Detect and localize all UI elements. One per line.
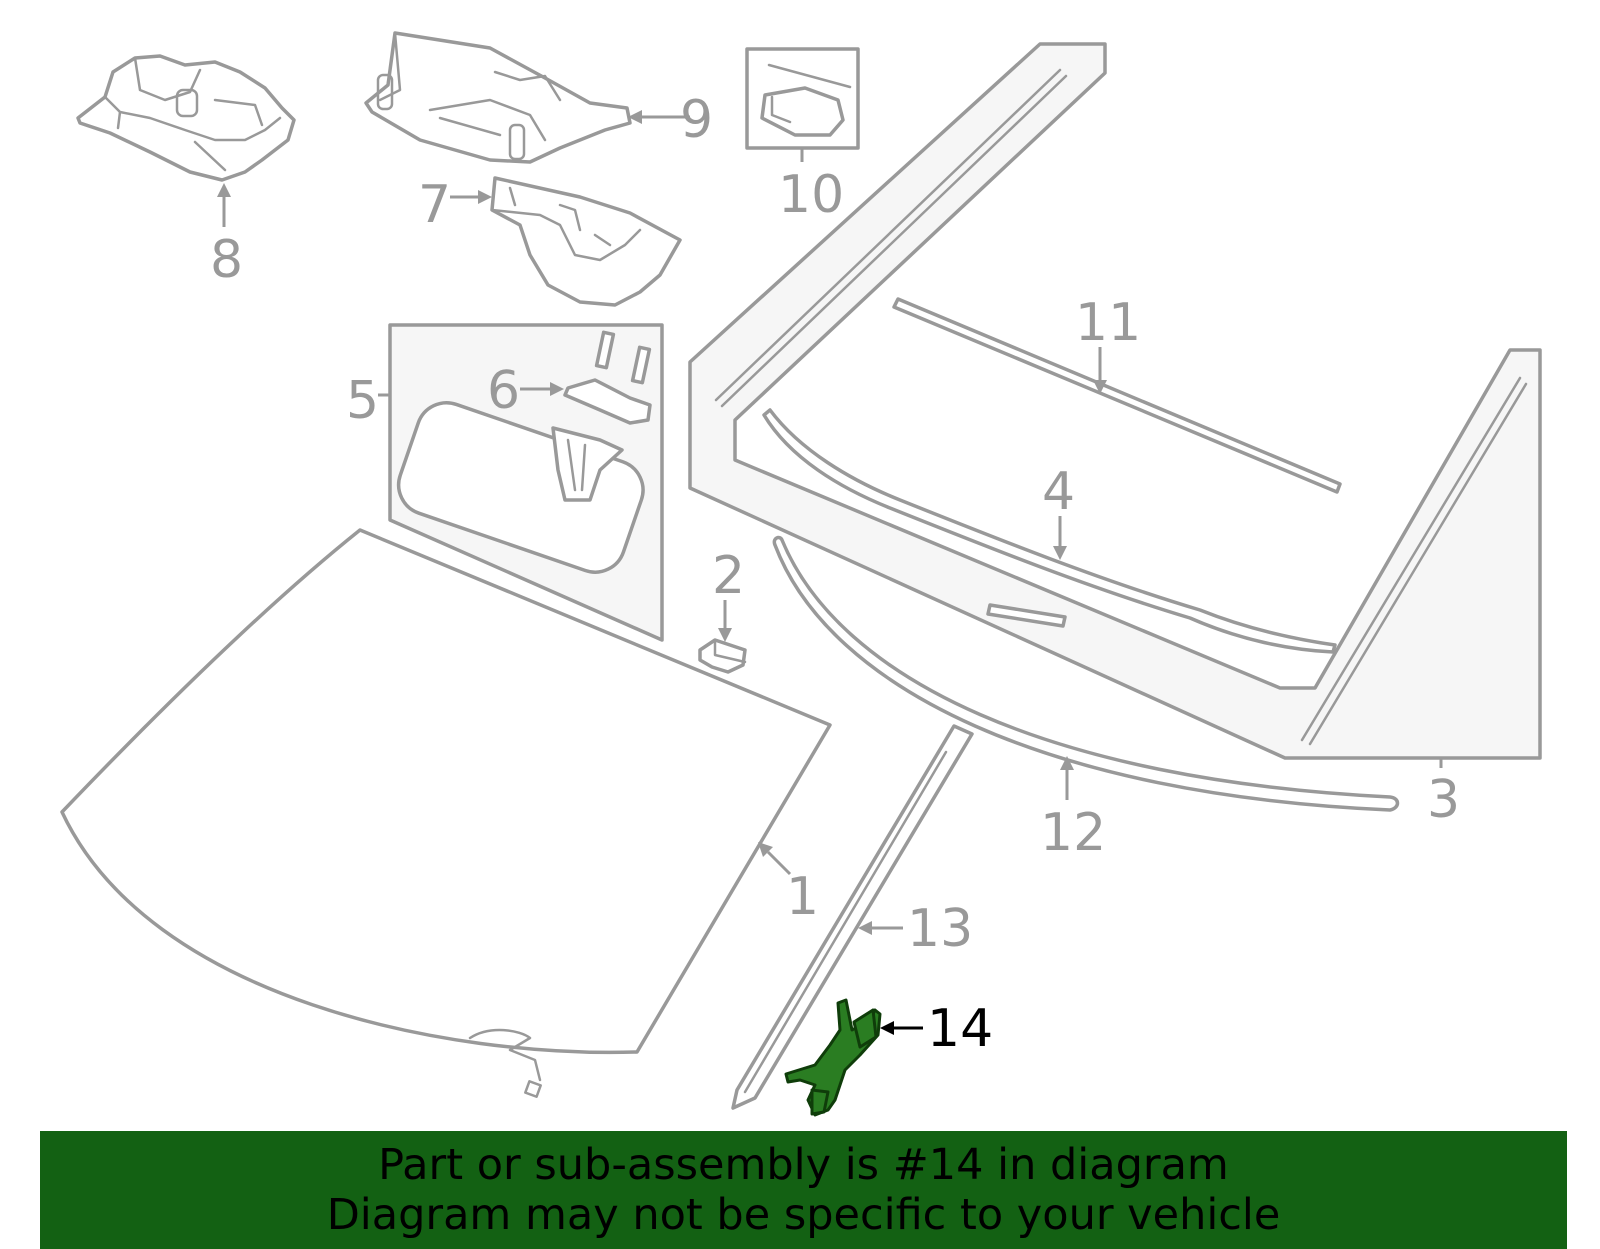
leader-12 bbox=[1060, 756, 1074, 800]
leader-11 bbox=[1093, 347, 1107, 394]
banner-line-disclaimer: Diagram may not be specific to your vehi… bbox=[326, 1190, 1281, 1240]
leader-6 bbox=[520, 382, 564, 396]
leader-4 bbox=[1053, 516, 1067, 560]
callout-10: 10 bbox=[778, 165, 844, 225]
part-9-console-housing[interactable] bbox=[364, 31, 632, 164]
callout-5: 5 bbox=[346, 371, 379, 431]
callout-9: 9 bbox=[680, 90, 713, 150]
leader-14 bbox=[880, 1021, 923, 1035]
banner-line-part-number: Part or sub-assembly is #14 in diagram bbox=[378, 1140, 1229, 1190]
part-11-upper-molding[interactable] bbox=[892, 297, 1342, 494]
leader-1 bbox=[758, 842, 792, 876]
leader-7 bbox=[450, 190, 492, 204]
callout-13: 13 bbox=[907, 899, 973, 959]
part-2-clip[interactable] bbox=[698, 638, 747, 674]
callout-12: 12 bbox=[1040, 803, 1106, 863]
part-4-lower-seal[interactable] bbox=[762, 408, 1337, 654]
callout-2: 2 bbox=[712, 546, 745, 606]
leader-9 bbox=[628, 110, 690, 124]
part-3-windshield-frame[interactable] bbox=[688, 42, 1542, 760]
part-14-bracket-highlighted[interactable] bbox=[784, 998, 882, 1117]
callout-1: 1 bbox=[786, 867, 819, 927]
part-1-windshield-glass[interactable] bbox=[60, 528, 832, 1098]
leader-13 bbox=[858, 921, 903, 935]
part-8-console-bracket[interactable] bbox=[76, 54, 296, 182]
info-banner: Part or sub-assembly is #14 in diagram D… bbox=[40, 1131, 1567, 1249]
part-13-pillar-molding[interactable] bbox=[731, 724, 974, 1110]
callout-3: 3 bbox=[1427, 770, 1460, 830]
callout-14: 14 bbox=[927, 999, 993, 1059]
part-6-mirror-base[interactable] bbox=[563, 330, 652, 425]
callout-11: 11 bbox=[1075, 293, 1141, 353]
leader-2 bbox=[718, 600, 732, 642]
callout-8: 8 bbox=[210, 230, 243, 290]
part-10-camera-module[interactable] bbox=[745, 47, 860, 150]
leader-8 bbox=[217, 183, 231, 227]
callout-6: 6 bbox=[487, 361, 520, 421]
callout-7: 7 bbox=[418, 175, 451, 235]
callout-4: 4 bbox=[1042, 462, 1075, 522]
part-7-console-cover[interactable] bbox=[490, 176, 682, 307]
part-12-curved-molding[interactable] bbox=[772, 535, 1400, 812]
